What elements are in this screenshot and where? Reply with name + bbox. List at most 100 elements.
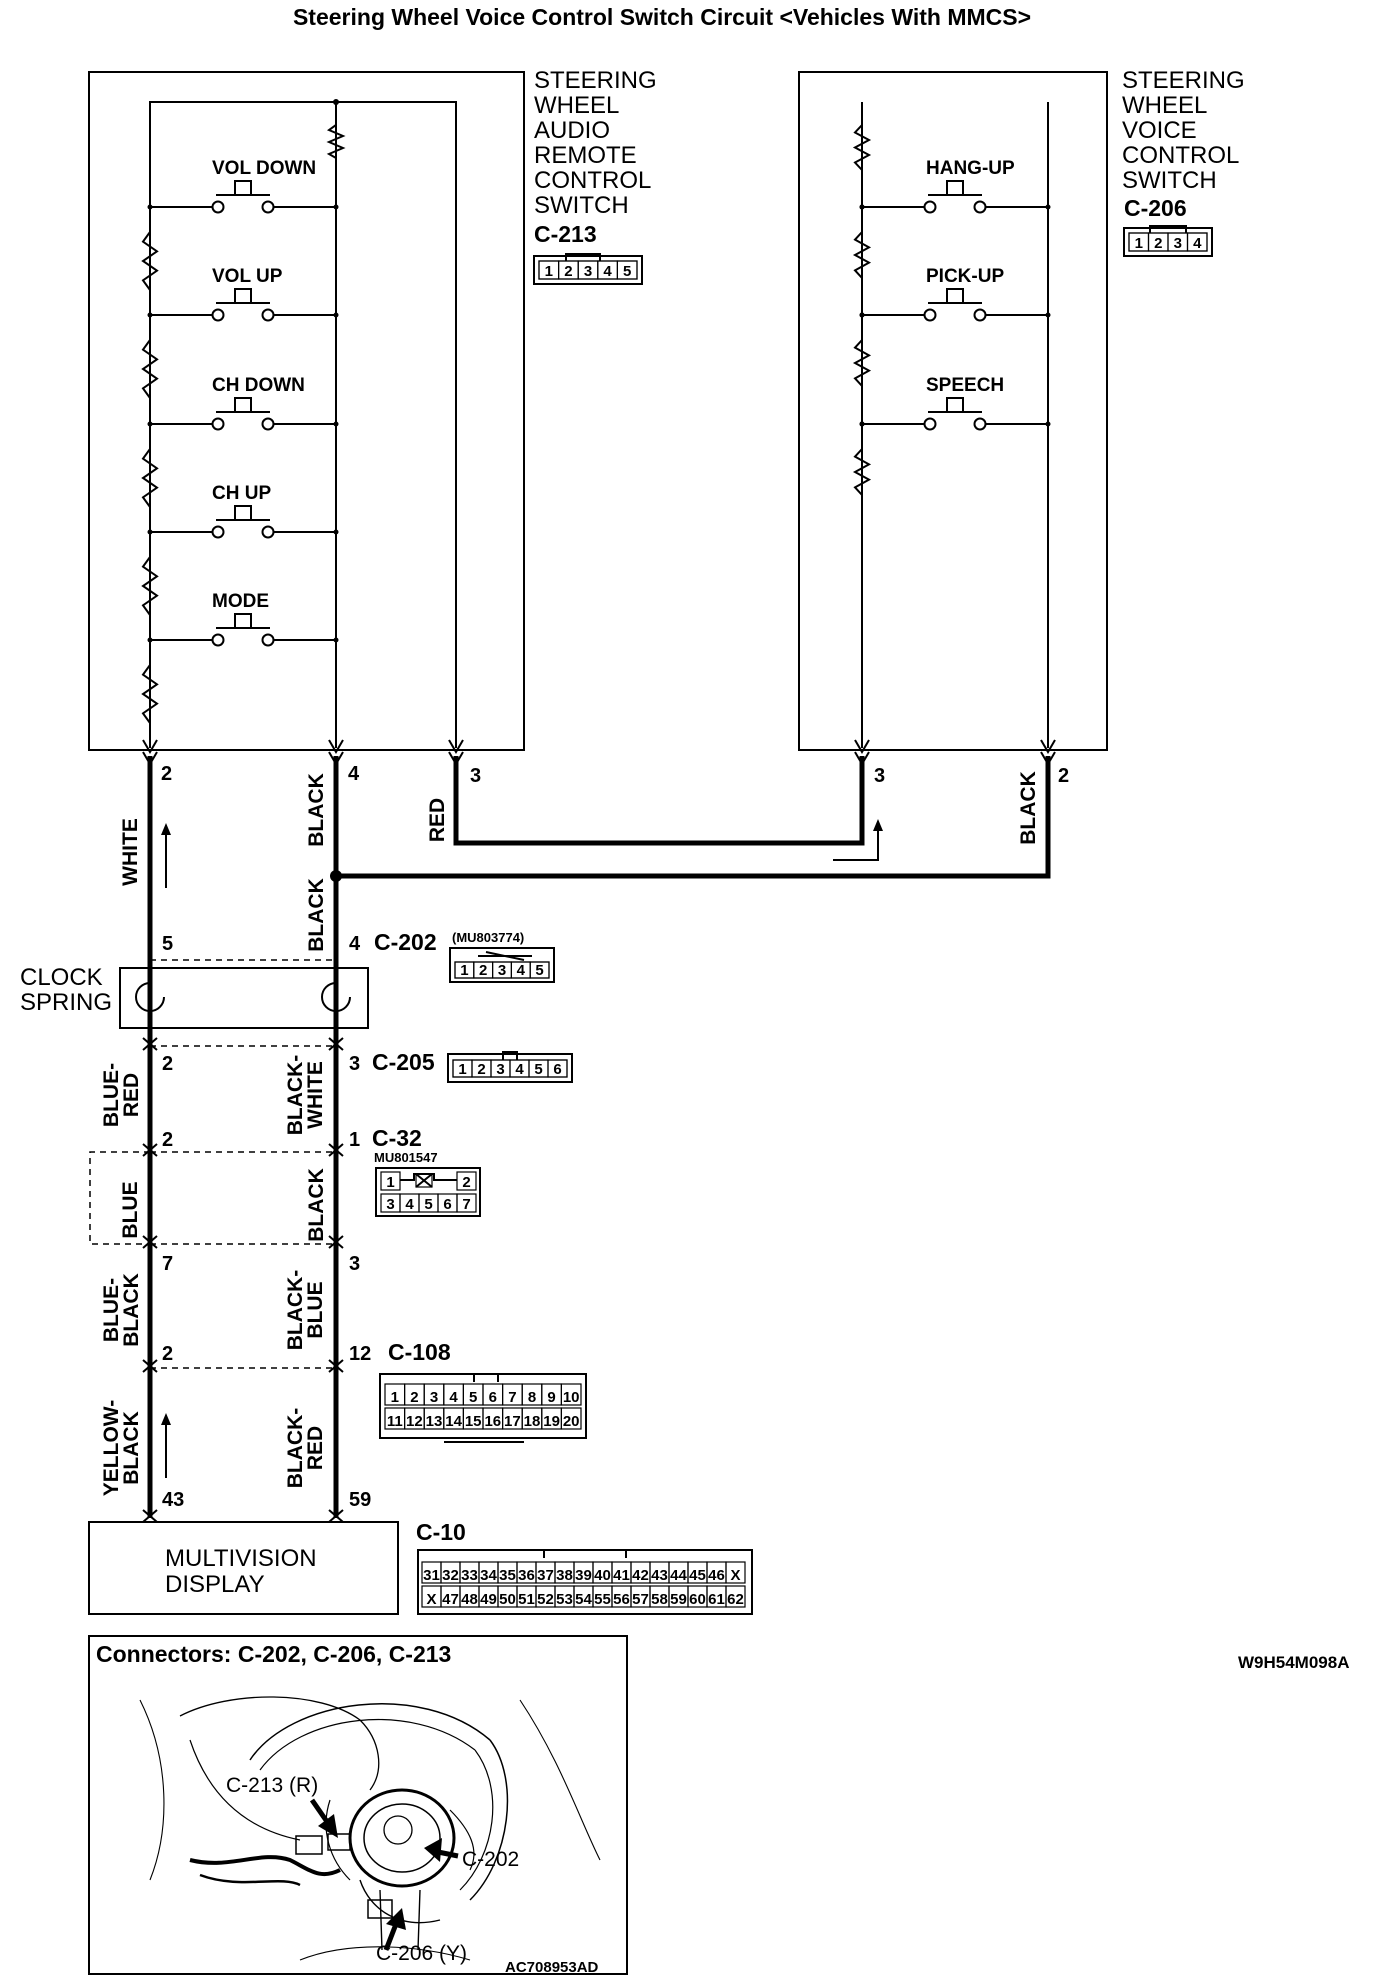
resistor xyxy=(141,231,159,291)
c10-pin: 60 xyxy=(689,1591,706,1608)
c32-pin: 7 xyxy=(462,1196,470,1213)
inset-code: AC708953AD xyxy=(505,1959,599,1976)
c108-pin: 17 xyxy=(504,1413,521,1430)
c32-part: MU801547 xyxy=(374,1150,438,1165)
c108-pin: 2 xyxy=(410,1389,418,1406)
svg-text:2: 2 xyxy=(162,1053,173,1075)
wire-red: RED xyxy=(426,798,449,842)
c206-pin: 4 xyxy=(1193,235,1202,252)
c10-pin: 32 xyxy=(442,1567,459,1584)
c202-pin: 4 xyxy=(517,962,526,979)
svg-text:CONTROL: CONTROL xyxy=(534,167,651,194)
c32-pin: 6 xyxy=(443,1196,451,1213)
c108-pin: 19 xyxy=(543,1413,560,1430)
wire-black-upper: BLACK xyxy=(305,773,328,847)
c10-pin: 56 xyxy=(613,1591,630,1608)
c108-pin: 15 xyxy=(465,1413,482,1430)
wire-white: WHITE xyxy=(119,818,142,886)
wire-black-blue-1: BLACK- xyxy=(284,1270,307,1350)
svg-text:3: 3 xyxy=(349,1253,360,1275)
c108-pin: 11 xyxy=(387,1413,403,1430)
wire-black-blue-2: BLUE xyxy=(304,1281,327,1338)
c10-pin: 46 xyxy=(708,1567,725,1584)
svg-text:MULTIVISION: MULTIVISION xyxy=(165,1545,317,1572)
callout-c213: C-213 (R) xyxy=(226,1774,318,1797)
clock-spring-label-1: CLOCK xyxy=(20,964,103,991)
wire-blue-red-2: RED xyxy=(120,1073,143,1117)
c213-pin: 5 xyxy=(623,263,631,280)
svg-text:VOICE: VOICE xyxy=(1122,117,1197,144)
svg-text:4: 4 xyxy=(349,933,361,955)
c10-pin: 35 xyxy=(499,1567,516,1584)
c10-pin: 54 xyxy=(575,1591,592,1608)
c32-pin: 5 xyxy=(424,1196,432,1213)
resistor xyxy=(141,664,159,724)
svg-text:12: 12 xyxy=(349,1343,371,1365)
c10-label: C-10 xyxy=(416,1519,466,1545)
c10-pin: 62 xyxy=(727,1591,744,1608)
c108-pin: 20 xyxy=(563,1413,580,1430)
diagram-title: Steering Wheel Voice Control Switch Circ… xyxy=(293,4,1031,30)
clock-spring-label-2: SPRING xyxy=(20,989,112,1016)
main-wires xyxy=(147,756,1051,1518)
audio-pin-2: 2 xyxy=(161,763,172,785)
svg-text:CONTROL: CONTROL xyxy=(1122,142,1239,169)
c10-pin: 51 xyxy=(518,1591,535,1608)
audio-button-label: VOL DOWN xyxy=(212,158,316,179)
c206-pin: 1 xyxy=(1135,235,1143,252)
c108-pin: 14 xyxy=(445,1413,462,1430)
c10-pin: X xyxy=(426,1591,436,1608)
c213-label: C-213 xyxy=(534,221,597,247)
svg-text:DISPLAY: DISPLAY xyxy=(165,1571,265,1598)
svg-text:SWITCH: SWITCH xyxy=(1122,167,1217,194)
c108-pin: 4 xyxy=(449,1389,458,1406)
c202-pin: 3 xyxy=(498,962,506,979)
c213-pin: 4 xyxy=(603,263,612,280)
c205-pin: 5 xyxy=(534,1061,542,1078)
wire-black-white-1: BLACK- xyxy=(284,1055,307,1135)
svg-text:59: 59 xyxy=(349,1489,371,1511)
connector-location-inset: Connectors: C-202, C-206, C-213 xyxy=(88,1635,628,1976)
voice-switch-box xyxy=(798,71,1108,751)
resistor xyxy=(141,339,159,399)
resistor xyxy=(852,124,872,171)
audio-switch-label: STEERING WHEEL AUDIO REMOTE CONTROL SWIT… xyxy=(534,67,657,247)
wire-yellow-black-2: BLACK xyxy=(120,1411,143,1485)
svg-text:SWITCH: SWITCH xyxy=(534,192,629,219)
c32-label: C-32 xyxy=(372,1125,422,1151)
c206-pin: 3 xyxy=(1174,235,1182,252)
c10-pin: 61 xyxy=(708,1591,725,1608)
c108-pin: 18 xyxy=(524,1413,541,1430)
voice-resistors xyxy=(852,124,872,496)
c213-pin: 3 xyxy=(584,263,592,280)
resistor xyxy=(141,556,159,616)
wire-black-lower: BLACK xyxy=(305,878,328,952)
c213-pin: 1 xyxy=(545,263,553,280)
wire-black-red-1: BLACK- xyxy=(284,1408,307,1488)
c10-pin: 50 xyxy=(499,1591,516,1608)
steering-wheel-illustration xyxy=(139,1696,601,1961)
c10-pin: 36 xyxy=(518,1567,535,1584)
callout-c202: C-202 xyxy=(462,1848,519,1871)
c108-pin: 1 xyxy=(391,1389,399,1406)
inset-callout-arrows xyxy=(309,1798,459,1951)
c10-pin: 47 xyxy=(442,1591,459,1608)
audio-resistors xyxy=(141,231,159,724)
resistor xyxy=(141,448,159,508)
c205-pin: 1 xyxy=(458,1061,466,1078)
svg-text:7: 7 xyxy=(162,1253,173,1275)
audio-button-label: VOL UP xyxy=(212,266,283,287)
resistor xyxy=(852,448,872,496)
wire-blue-red-1: BLUE- xyxy=(100,1063,123,1127)
wire-blue-black-1: BLUE- xyxy=(100,1278,123,1342)
terminal-arrows xyxy=(142,739,1056,1523)
callout-c206: C-206 (Y) xyxy=(376,1942,467,1965)
c213-pin: 2 xyxy=(564,263,572,280)
c10-pin: X xyxy=(730,1567,740,1584)
